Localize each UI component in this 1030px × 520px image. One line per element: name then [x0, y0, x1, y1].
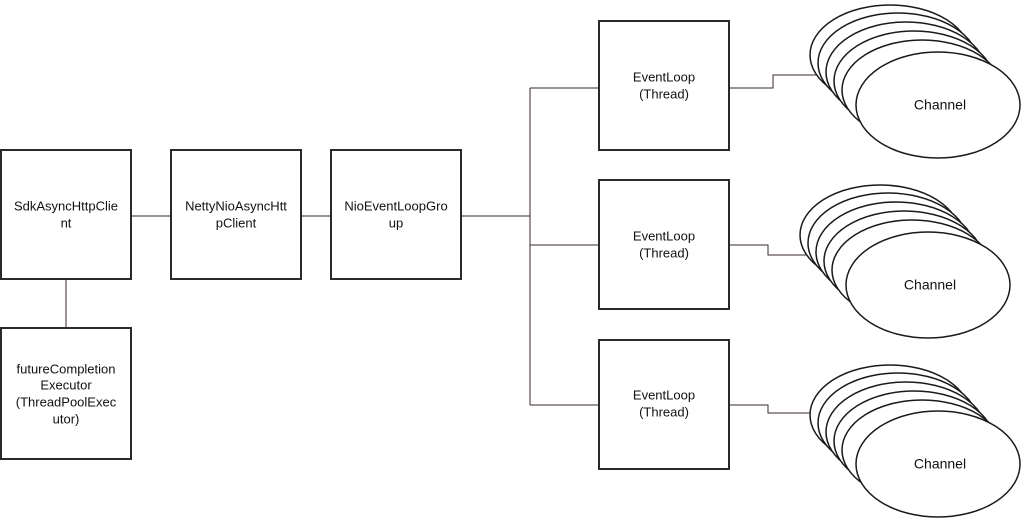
executor-label-line-1: futureCompletion [17, 361, 116, 376]
channel-label-3: Channel [914, 456, 966, 472]
event-loop-3-label-line-2: (Thread) [639, 404, 689, 419]
sdk-client-label-line-1: SdkAsyncHttpClie [14, 198, 118, 213]
edge-loop-1-to-channels [729, 74, 822, 89]
executor-label-line-3: (ThreadPoolExec [16, 394, 117, 409]
channel-stack-1: Channel [809, 4, 1021, 159]
edge-loop-3-to-channels [729, 404, 812, 414]
event-loop-box-3: EventLoop (Thread) [598, 339, 730, 470]
sdk-client-label-line-2: nt [61, 215, 72, 230]
event-loop-3-label-line-1: EventLoop [633, 387, 695, 402]
channel-label-2: Channel [904, 277, 956, 293]
channel-stack-2: Channel [799, 184, 1011, 339]
connectors [65, 74, 822, 414]
event-loop-2-label-line-2: (Thread) [639, 245, 689, 260]
event-loop-box-2: EventLoop (Thread) [598, 179, 730, 310]
netty-client-label-line-1: NettyNioAsyncHtt [185, 198, 287, 213]
nio-event-loop-group-box: NioEventLoopGro up [330, 149, 462, 280]
future-completion-executor-box: futureCompletion Executor (ThreadPoolExe… [0, 327, 132, 460]
event-loop-1-label-line-1: EventLoop [633, 69, 695, 84]
channel-stack-3: Channel [809, 364, 1021, 518]
executor-label-line-4: utor) [53, 411, 80, 426]
edge-loop-2-to-channels [729, 244, 812, 256]
netty-client-label-line-2: pClient [216, 215, 257, 230]
event-loop-group-label-line-1: NioEventLoopGro [344, 198, 447, 213]
channel-ellipse-front [855, 51, 1021, 159]
sdk-async-http-client-box: SdkAsyncHttpClie nt [0, 149, 132, 280]
channel-ellipse-front [855, 410, 1021, 518]
event-loop-1-label-line-2: (Thread) [639, 86, 689, 101]
channel-label-1: Channel [914, 97, 966, 113]
executor-label-line-2: Executor [40, 377, 92, 392]
channel-ellipse-front [845, 231, 1011, 339]
event-loop-2-label-line-1: EventLoop [633, 228, 695, 243]
event-loop-box-1: EventLoop (Thread) [598, 20, 730, 151]
event-loop-group-label-line-2: up [389, 215, 403, 230]
netty-nio-async-http-client-box: NettyNioAsyncHtt pClient [170, 149, 302, 280]
